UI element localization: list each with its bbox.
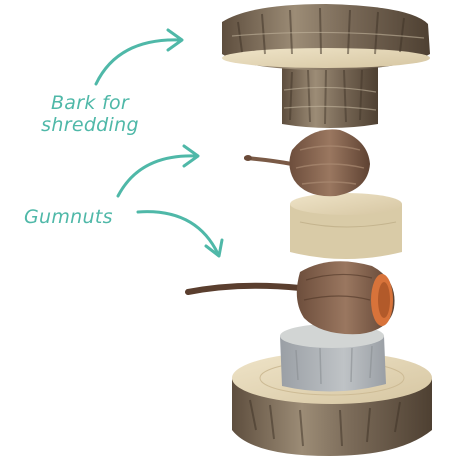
top-wood-slice <box>222 4 430 70</box>
bark-annotation-line2: shredding <box>41 114 139 136</box>
arrow-to-upper-gumnut-head <box>182 144 200 168</box>
gumnuts-annotation-label: Gumnuts <box>24 206 113 228</box>
arrow-to-lower-gumnut-head <box>204 238 224 258</box>
middle-wood-disc <box>290 193 402 259</box>
arrow-to-lower-gumnut <box>136 210 220 256</box>
arrow-to-bark <box>94 38 182 86</box>
arrow-to-upper-gumnut <box>116 154 198 198</box>
lower-branch-segment <box>280 324 386 392</box>
annotation-arrows <box>94 28 224 258</box>
arrow-to-bark-head <box>166 28 184 52</box>
upper-bark-segment <box>282 62 378 128</box>
bark-annotation-line1: Bark for <box>50 92 130 114</box>
upper-gumnut <box>244 129 370 197</box>
lower-gumnut <box>185 261 395 335</box>
bark-annotation-label: Bark for shredding <box>30 92 150 136</box>
